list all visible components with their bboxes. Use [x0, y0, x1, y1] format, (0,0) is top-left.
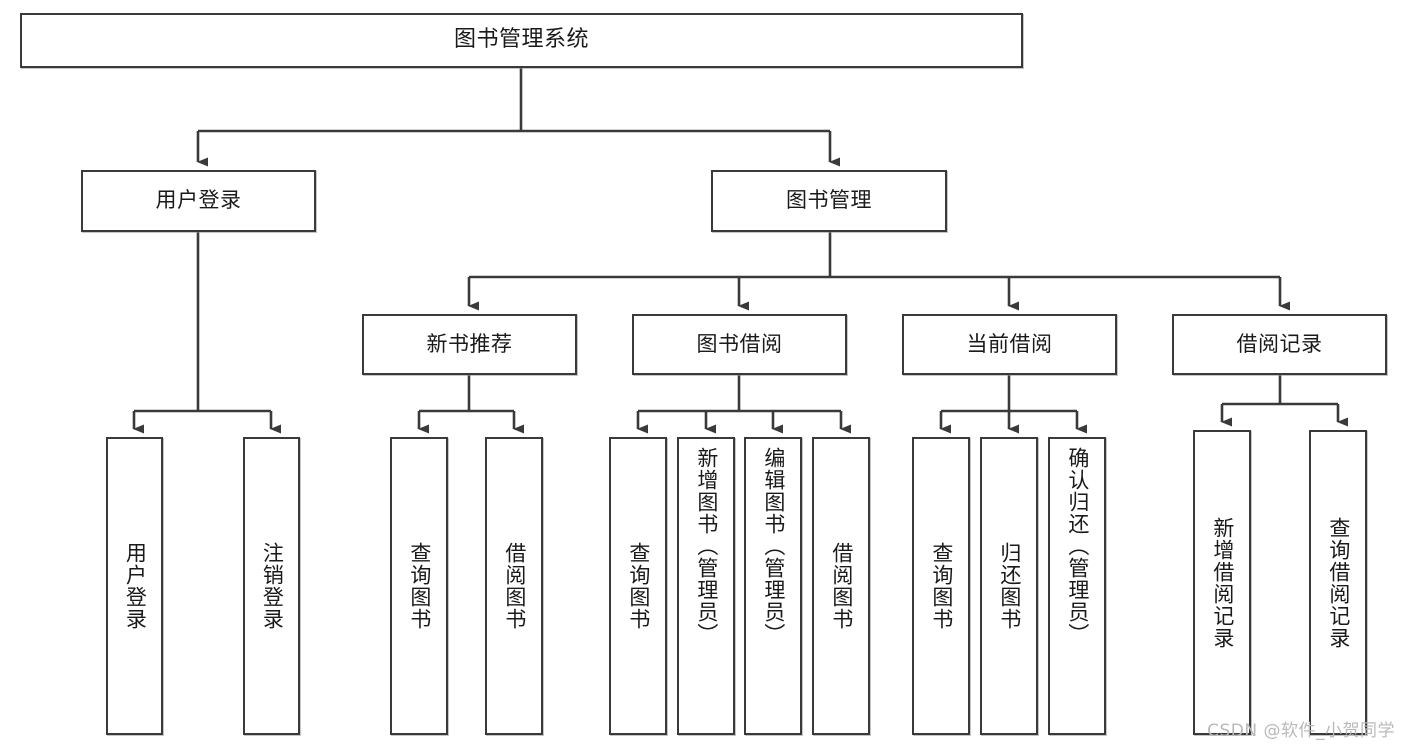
- node-label: 确认归还（管理员）: [1065, 447, 1090, 645]
- node-label: 查询图书: [929, 542, 954, 630]
- node-label: 用户登录: [123, 542, 148, 630]
- node-borrow-record[interactable]: 借阅记录: [1172, 314, 1387, 375]
- node-label: 用户登录: [155, 188, 242, 213]
- node-leaf-query-book-2[interactable]: 查询图书: [609, 437, 667, 735]
- node-label: 借阅图书: [502, 542, 527, 630]
- node-leaf-edit-book[interactable]: 编辑图书（管理员）: [744, 437, 802, 735]
- node-label: 借阅记录: [1236, 331, 1323, 356]
- node-current-borrow[interactable]: 当前借阅: [902, 314, 1117, 375]
- node-leaf-logout[interactable]: 注销登录: [243, 437, 300, 735]
- node-leaf-query-record[interactable]: 查询借阅记录: [1309, 430, 1367, 735]
- node-leaf-confirm-return[interactable]: 确认归还（管理员）: [1048, 437, 1106, 735]
- node-label: 图书管理: [786, 188, 872, 213]
- node-root-book-management-system[interactable]: 图书管理系统: [20, 13, 1023, 68]
- node-leaf-borrow-book-2[interactable]: 借阅图书: [812, 437, 870, 735]
- node-label: 注销登录: [260, 542, 285, 630]
- node-label: 图书管理系统: [453, 27, 589, 53]
- node-leaf-add-record[interactable]: 新增借阅记录: [1193, 430, 1251, 735]
- node-label: 查询图书: [626, 542, 651, 630]
- node-leaf-query-book-1[interactable]: 查询图书: [390, 437, 448, 735]
- node-label: 查询图书: [407, 542, 432, 630]
- node-label: 新增图书（管理员）: [694, 447, 719, 645]
- node-label: 归还图书: [997, 542, 1022, 630]
- node-label: 当前借阅: [966, 331, 1053, 356]
- node-label: 新书推荐: [426, 331, 513, 356]
- node-leaf-return-book[interactable]: 归还图书: [980, 437, 1038, 735]
- node-label: 查询借阅记录: [1326, 516, 1351, 649]
- node-book-borrow[interactable]: 图书借阅: [632, 314, 847, 375]
- node-leaf-query-book-3[interactable]: 查询图书: [912, 437, 970, 735]
- node-label: 借阅图书: [829, 542, 854, 630]
- node-leaf-add-book[interactable]: 新增图书（管理员）: [677, 437, 735, 735]
- csdn-watermark: CSDN @软件_小贺同学: [1207, 721, 1395, 741]
- node-label: 编辑图书（管理员）: [761, 447, 786, 645]
- node-new-book-recommend[interactable]: 新书推荐: [362, 314, 577, 375]
- node-book-manage[interactable]: 图书管理: [711, 170, 947, 232]
- node-label: 新增借阅记录: [1210, 516, 1235, 649]
- node-user-login[interactable]: 用户登录: [81, 170, 316, 232]
- node-label: 图书借阅: [696, 331, 783, 356]
- node-leaf-user-login[interactable]: 用户登录: [106, 437, 163, 735]
- node-leaf-borrow-book-1[interactable]: 借阅图书: [485, 437, 543, 735]
